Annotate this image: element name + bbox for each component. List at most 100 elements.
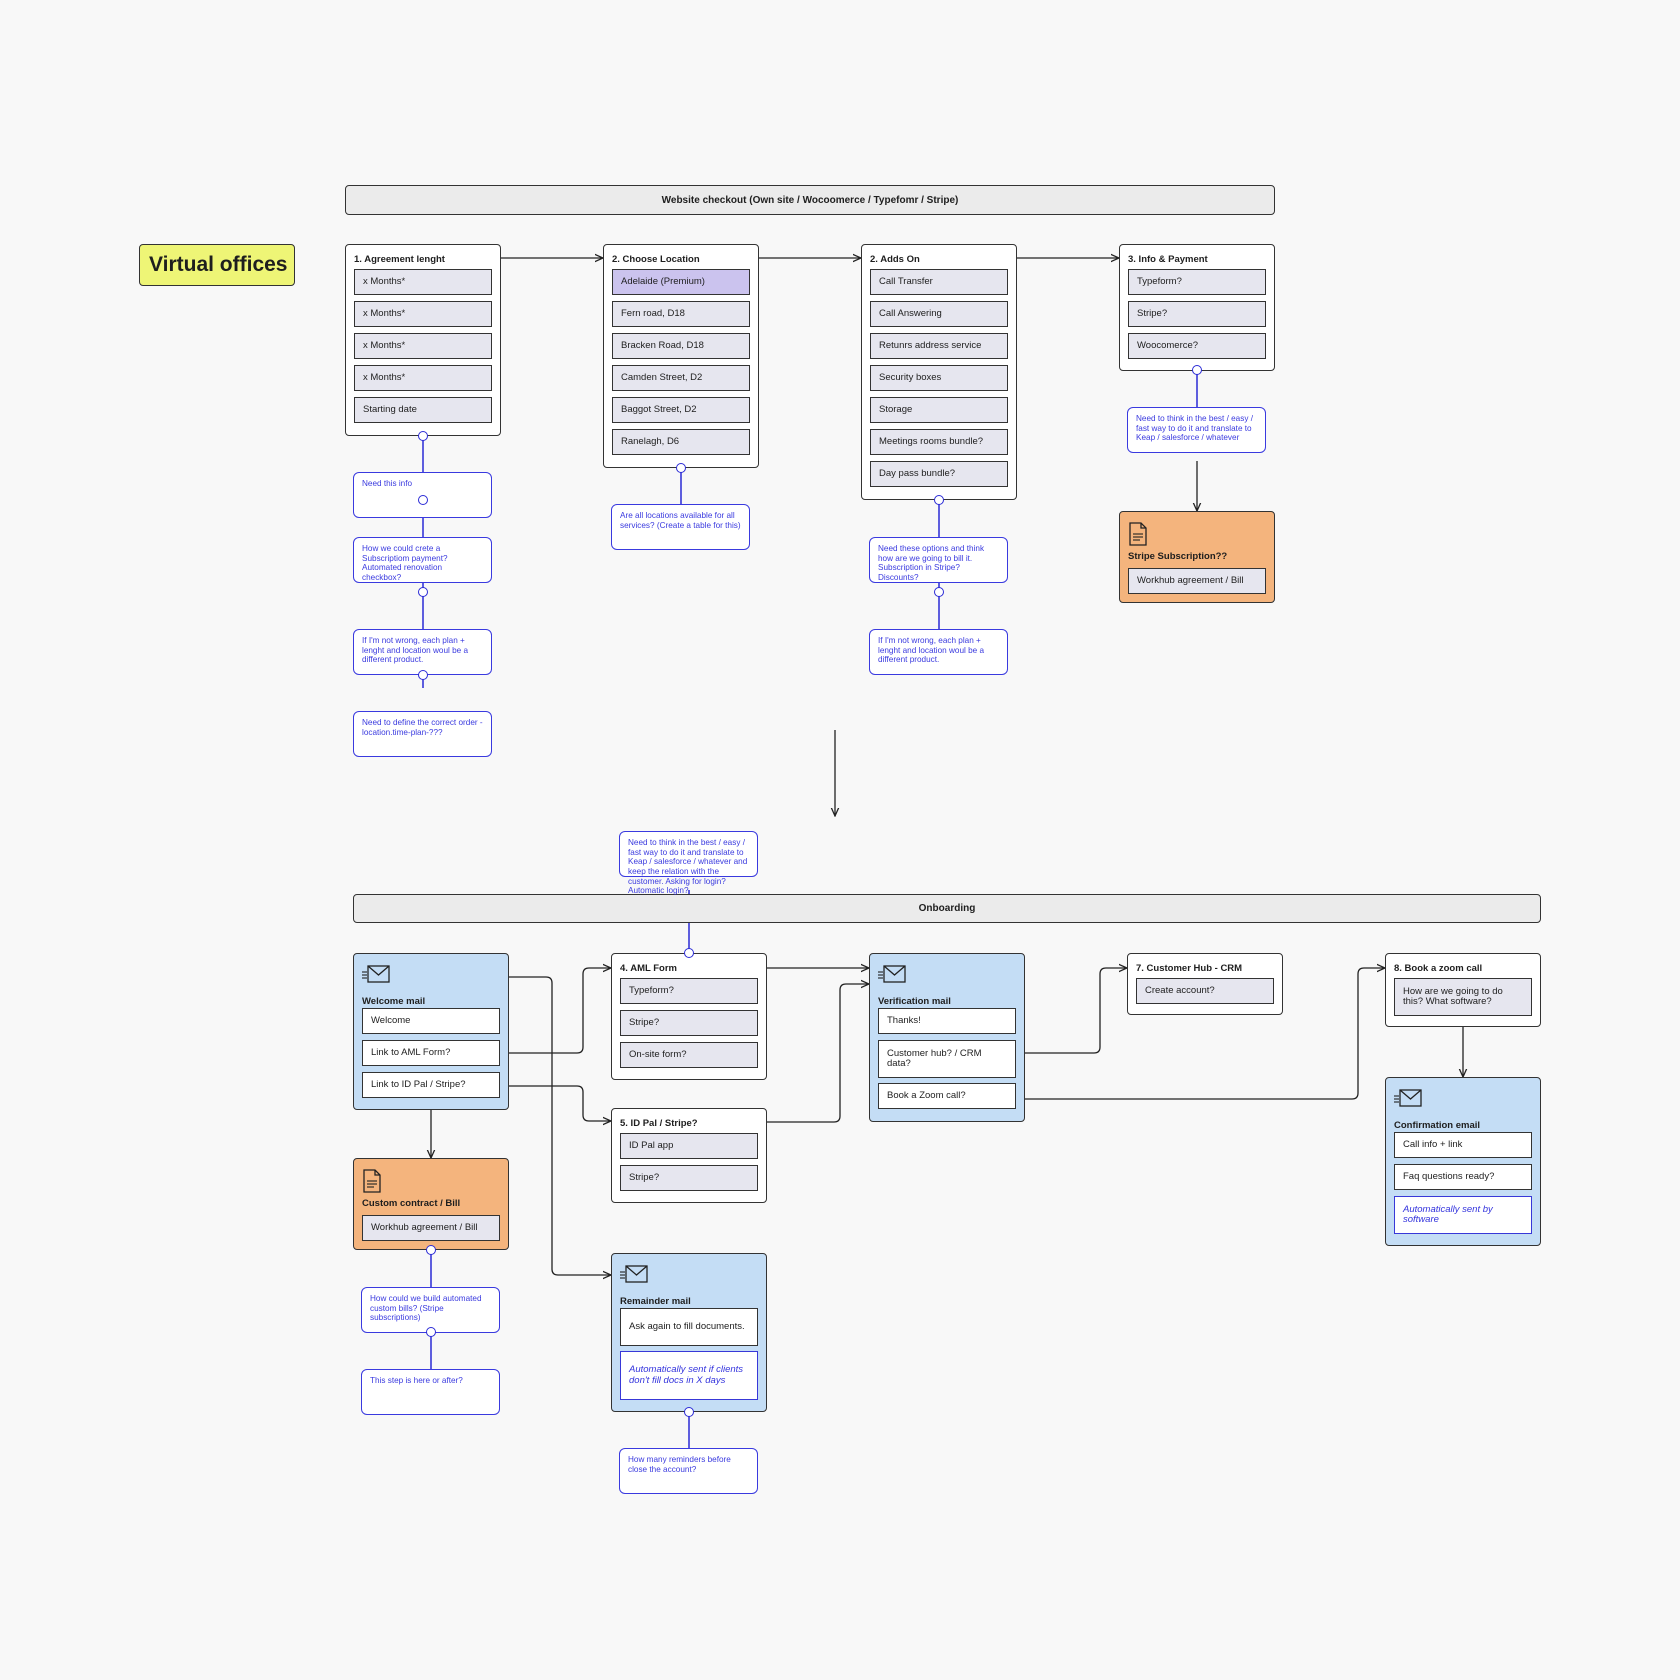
id-option[interactable]: ID Pal app — [620, 1133, 758, 1159]
auto-sent-note-item: Automatically sent by software — [1394, 1196, 1532, 1234]
card-title: Stripe Subscription?? — [1128, 551, 1228, 562]
addon-option[interactable]: Security boxes — [870, 365, 1008, 391]
addon-option[interactable]: Call Transfer — [870, 269, 1008, 295]
reminder-mail-card: Remainder mail Ask again to fill documen… — [611, 1253, 767, 1412]
location-option[interactable]: Bracken Road, D18 — [612, 333, 750, 359]
location-option[interactable]: Baggot Street, D2 — [612, 397, 750, 423]
connector-dot[interactable] — [934, 587, 944, 597]
agreement-length-card: 1. Agreement lenght x Months* x Months* … — [345, 244, 501, 436]
location-option-selected[interactable]: Adelaide (Premium) — [612, 269, 750, 295]
mail-content-item[interactable]: Faq questions ready? — [1394, 1164, 1532, 1190]
mail-content-item[interactable]: Ask again to fill documents. — [620, 1308, 758, 1346]
card-title: 3. Info & Payment — [1128, 254, 1208, 265]
card-title: 2. Adds On — [870, 254, 920, 265]
zoom-call-card: 8. Book a zoom call How are we going to … — [1385, 953, 1541, 1027]
payment-option[interactable]: Stripe? — [1128, 301, 1266, 327]
mail-content-item[interactable]: Link to ID Pal / Stripe? — [362, 1072, 500, 1098]
custom-contract-card: Custom contract / Bill Workhub agreement… — [353, 1158, 509, 1250]
mail-content-item[interactable]: Customer hub? / CRM data? — [878, 1040, 1016, 1078]
payment-option[interactable]: Typeform? — [1128, 269, 1266, 295]
starting-date-option[interactable]: Starting date — [354, 397, 492, 423]
connector-dot[interactable] — [684, 1407, 694, 1417]
confirmation-email-card: Confirmation email Call info + link Faq … — [1385, 1077, 1541, 1246]
card-title: Custom contract / Bill — [362, 1198, 461, 1209]
connector-dot[interactable] — [676, 463, 686, 473]
note-step-order: This step is here or after? — [361, 1369, 500, 1415]
location-option[interactable]: Ranelagh, D6 — [612, 429, 750, 455]
agreement-option[interactable]: x Months* — [354, 269, 492, 295]
id-option[interactable]: Stripe? — [620, 1165, 758, 1191]
agreement-option[interactable]: x Months* — [354, 333, 492, 359]
workhub-agreement-item[interactable]: Workhub agreement / Bill — [1128, 568, 1266, 594]
verification-mail-card: Verification mail Thanks! Customer hub? … — [869, 953, 1025, 1122]
welcome-mail-card: Welcome mail Welcome Link to AML Form? L… — [353, 953, 509, 1110]
stripe-subscription-card: Stripe Subscription?? Workhub agreement … — [1119, 511, 1275, 603]
info-payment-card: 3. Info & Payment Typeform? Stripe? Wooc… — [1119, 244, 1275, 371]
workhub-agreement-item[interactable]: Workhub agreement / Bill — [362, 1215, 500, 1241]
card-title: Remainder mail — [620, 1296, 691, 1307]
connector-dot[interactable] — [418, 431, 428, 441]
card-title: Welcome mail — [362, 996, 426, 1007]
virtual-offices-title: Virtual offices — [139, 244, 295, 286]
aml-option[interactable]: Stripe? — [620, 1010, 758, 1036]
onboarding-banner: Onboarding — [353, 894, 1541, 923]
mail-content-item[interactable]: Thanks! — [878, 1008, 1016, 1034]
envelope-icon — [1394, 1089, 1422, 1107]
zoom-software-item[interactable]: How are we going to do this? What softwa… — [1394, 978, 1532, 1016]
adds-on-card: 2. Adds On Call Transfer Call Answering … — [861, 244, 1017, 500]
mail-content-item[interactable]: Book a Zoom call? — [878, 1083, 1016, 1109]
note-plan-product: If I'm not wrong, each plan + lenght and… — [869, 629, 1008, 675]
addon-option[interactable]: Day pass bundle? — [870, 461, 1008, 487]
aml-option[interactable]: On-site form? — [620, 1042, 758, 1068]
mail-content-item[interactable]: Link to AML Form? — [362, 1040, 500, 1066]
note-define-order: Need to define the correct order - locat… — [353, 711, 492, 757]
addon-option[interactable]: Meetings rooms bundle? — [870, 429, 1008, 455]
connector-dot[interactable] — [418, 587, 428, 597]
mail-content-item[interactable]: Welcome — [362, 1008, 500, 1034]
location-option[interactable]: Fern road, D18 — [612, 301, 750, 327]
note-keap-onboarding: Need to think in the best / easy / fast … — [619, 831, 758, 895]
card-title: Verification mail — [878, 996, 951, 1007]
connector-dot[interactable] — [418, 495, 428, 505]
note-reminders-count: How many reminders before close the acco… — [619, 1448, 758, 1494]
envelope-icon — [620, 1265, 648, 1283]
card-title: 5. ID Pal / Stripe? — [620, 1118, 698, 1129]
addon-option[interactable]: Storage — [870, 397, 1008, 423]
choose-location-card: 2. Choose Location Adelaide (Premium) Fe… — [603, 244, 759, 468]
agreement-option[interactable]: x Months* — [354, 365, 492, 391]
addon-option[interactable]: Call Answering — [870, 301, 1008, 327]
connector-dot[interactable] — [426, 1327, 436, 1337]
envelope-icon — [362, 965, 390, 983]
card-title: Confirmation email — [1394, 1120, 1481, 1131]
id-pal-card: 5. ID Pal / Stripe? ID Pal app Stripe? — [611, 1108, 767, 1203]
document-icon — [1129, 522, 1147, 546]
note-plan-product: If I'm not wrong, each plan + lenght and… — [353, 629, 492, 675]
create-account-item[interactable]: Create account? — [1136, 978, 1274, 1004]
addon-option[interactable]: Retunrs address service — [870, 333, 1008, 359]
connector-dot[interactable] — [418, 670, 428, 680]
auto-sent-note-item: Automatically sent if clients don't fill… — [620, 1351, 758, 1400]
aml-form-card: 4. AML Form Typeform? Stripe? On-site fo… — [611, 953, 767, 1080]
note-locations-available: Are all locations available for all serv… — [611, 504, 750, 550]
connector-dot[interactable] — [426, 1245, 436, 1255]
connector-dot[interactable] — [1192, 365, 1202, 375]
document-icon — [363, 1169, 381, 1193]
payment-option[interactable]: Woocomerce? — [1128, 333, 1266, 359]
mail-content-item[interactable]: Call info + link — [1394, 1132, 1532, 1158]
note-subscription-payment: How we could crete a Subscriptiom paymen… — [353, 537, 492, 583]
website-checkout-banner: Website checkout (Own site / Wocoomerce … — [345, 185, 1275, 215]
location-option[interactable]: Camden Street, D2 — [612, 365, 750, 391]
card-title: 4. AML Form — [620, 963, 678, 974]
envelope-icon — [878, 965, 906, 983]
connector-dot[interactable] — [684, 948, 694, 958]
card-title: 1. Agreement lenght — [354, 254, 445, 265]
card-title: 2. Choose Location — [612, 254, 700, 265]
card-title: 8. Book a zoom call — [1394, 963, 1483, 974]
note-keap-payment: Need to think in the best / easy / fast … — [1127, 407, 1266, 453]
note-addons-billing: Need these options and think how are we … — [869, 537, 1008, 583]
aml-option[interactable]: Typeform? — [620, 978, 758, 1004]
customer-hub-card: 7. Customer Hub - CRM Create account? — [1127, 953, 1283, 1015]
connector-dot[interactable] — [934, 495, 944, 505]
agreement-option[interactable]: x Months* — [354, 301, 492, 327]
card-title: 7. Customer Hub - CRM — [1136, 963, 1243, 974]
